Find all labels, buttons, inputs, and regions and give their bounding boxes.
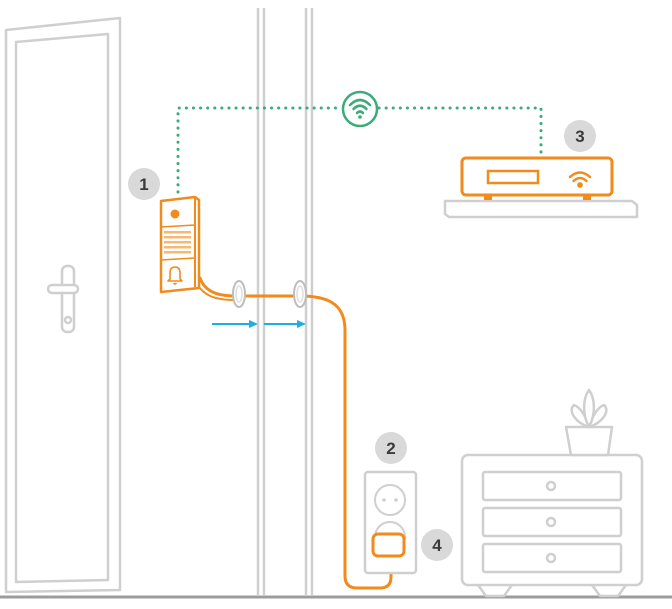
doorbell-device [159,195,201,294]
router-shelf [443,199,639,219]
door [4,16,122,594]
callout-plug: 4 [421,529,453,561]
wall-grommet [232,280,307,308]
wifi-dotted-link [176,106,543,194]
callout-socket: 2 [375,432,407,464]
router-device [460,156,614,200]
doorbell-camera [170,209,180,219]
callout-socket-number: 2 [386,439,395,458]
wifi-icon [341,90,379,128]
dresser [460,453,644,598]
doorbell-speaker-grille [164,231,191,254]
router-wifi-icon [568,171,592,188]
cable [198,276,393,590]
potted-plant [564,388,614,457]
wall-grommet-inner [235,285,304,303]
callout-router-number: 3 [575,127,584,146]
callout-plug-number: 4 [432,536,442,555]
bell-icon [167,266,183,285]
callout-router: 3 [564,120,596,152]
insertion-arrow [212,320,306,328]
wall [256,8,314,596]
door-handle [46,264,80,334]
power-plug [371,532,406,558]
router-display [486,169,540,185]
callout-doorbell: 1 [128,168,160,200]
wall-socket [363,470,418,575]
callout-doorbell-number: 1 [139,175,148,194]
